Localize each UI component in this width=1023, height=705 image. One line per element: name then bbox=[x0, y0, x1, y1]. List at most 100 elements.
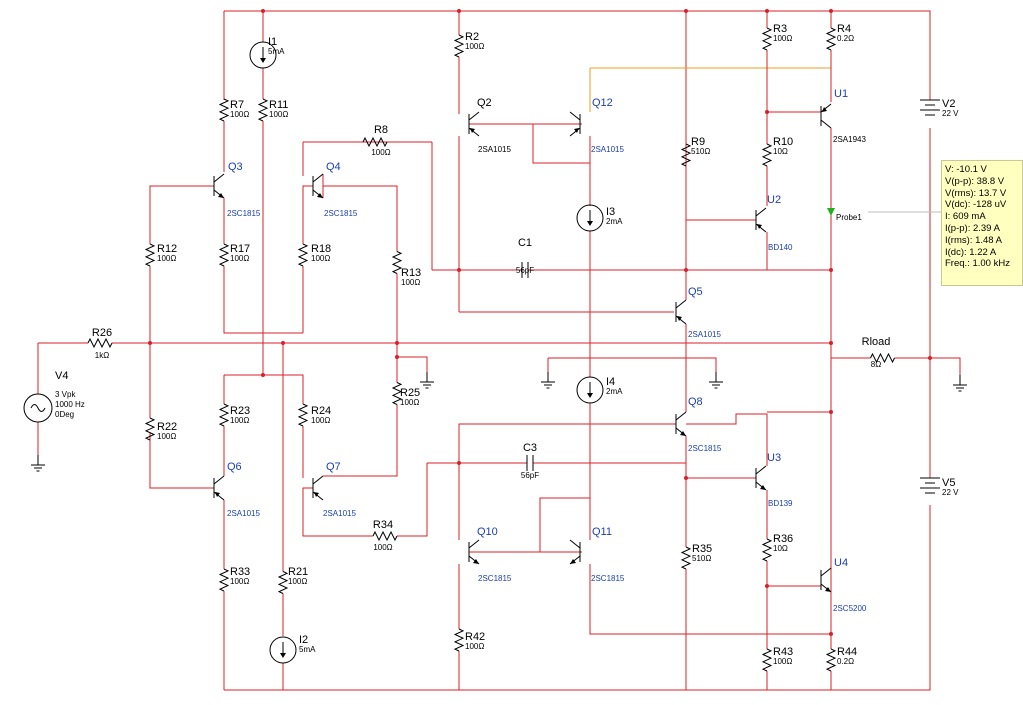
current-source-arrowhead bbox=[587, 393, 593, 398]
transistor-collector bbox=[820, 567, 832, 577]
transistor-arrow bbox=[822, 107, 827, 112]
resistor-ref: R17 bbox=[230, 243, 250, 255]
resistor-body bbox=[680, 143, 692, 167]
probe-label: Probe1 bbox=[836, 213, 862, 222]
transistor-ref: Q6 bbox=[227, 461, 242, 473]
battery-ref: V5 bbox=[942, 477, 955, 489]
probe-marker[interactable]: Probe1 bbox=[827, 208, 941, 222]
current-source-value: 2mA bbox=[606, 217, 623, 226]
resistor-body bbox=[218, 98, 230, 122]
wire bbox=[323, 412, 398, 477]
transistor-part: 2SC1815 bbox=[478, 574, 512, 583]
transistor-q10[interactable]: Q10 2SC1815 bbox=[468, 526, 512, 583]
resistor-value: 100Ω bbox=[230, 577, 249, 586]
wire bbox=[302, 487, 360, 537]
wire bbox=[302, 185, 313, 240]
resistor-value: 100Ω bbox=[230, 254, 249, 263]
resistor-body bbox=[297, 243, 309, 267]
current-source-body bbox=[269, 636, 297, 664]
transistor-collector bbox=[569, 539, 581, 549]
ground-symbol bbox=[31, 455, 45, 472]
resistor-ref: R4 bbox=[837, 23, 851, 35]
transistor-arrow bbox=[680, 431, 686, 436]
transistor-part: 2SA1015 bbox=[323, 509, 356, 518]
resistor-value: 100Ω bbox=[288, 577, 307, 586]
probe-reading: I: 609 mA bbox=[945, 211, 986, 223]
resistor-body bbox=[453, 628, 465, 652]
transistor-ref: Q8 bbox=[688, 396, 703, 408]
resistor-body bbox=[391, 251, 403, 274]
transistor-ref: Q10 bbox=[477, 526, 498, 538]
battery-value: 22 V bbox=[942, 109, 959, 118]
probe-reading: V(p-p): 38.8 V bbox=[945, 175, 1005, 187]
transistor-part: 2SA1015 bbox=[688, 330, 721, 339]
resistor-ref: R35 bbox=[692, 543, 712, 555]
sine-wave-icon bbox=[30, 404, 46, 412]
resistor-body bbox=[391, 382, 403, 405]
current-source-arrowhead bbox=[280, 653, 286, 658]
current-source-ref: I3 bbox=[606, 206, 615, 218]
resistor-r4[interactable]: R40.2Ω bbox=[825, 23, 854, 54]
resistor-ref: R9 bbox=[691, 136, 705, 148]
resistor-ref: R12 bbox=[157, 243, 177, 255]
resistor-body bbox=[218, 403, 230, 427]
transistor-q8[interactable]: Q8 2SC1815 bbox=[675, 396, 722, 453]
resistor-ref: R13 bbox=[401, 267, 421, 279]
voltage-source-param: 0Deg bbox=[55, 410, 74, 419]
transistor-collector bbox=[213, 475, 225, 485]
wire bbox=[548, 357, 717, 372]
resistor-ref: R24 bbox=[311, 405, 331, 417]
wires bbox=[37, 9, 961, 691]
transistor-part: 2SC1815 bbox=[688, 444, 722, 453]
transistor-ref: U1 bbox=[834, 88, 848, 100]
resistor-ref: R2 bbox=[465, 31, 479, 43]
